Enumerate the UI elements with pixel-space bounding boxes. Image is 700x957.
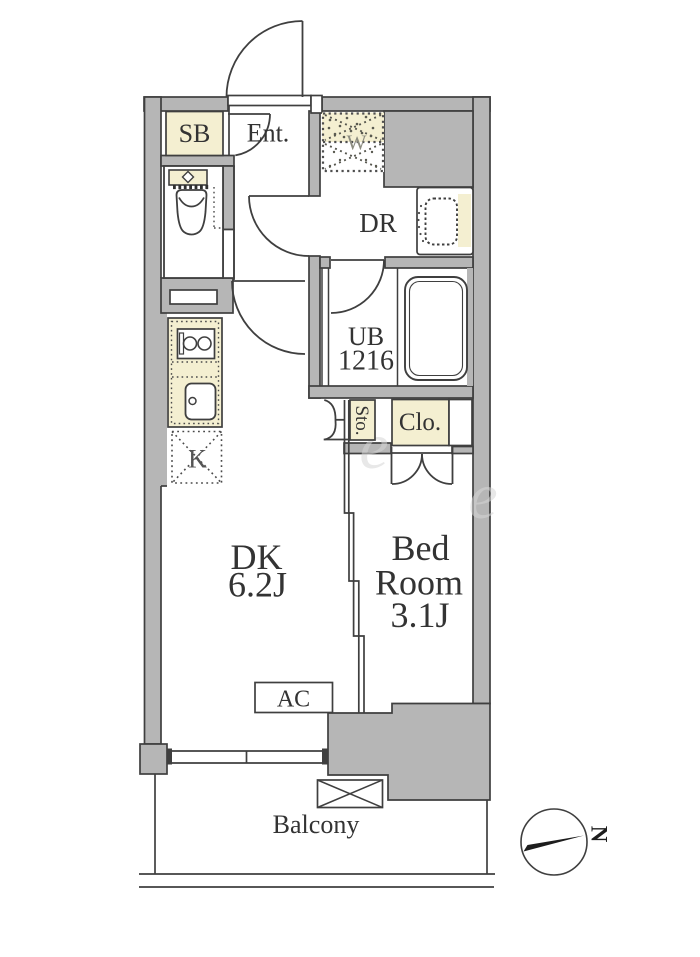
svg-text:AC: AC bbox=[277, 687, 310, 713]
svg-text:Balcony: Balcony bbox=[273, 810, 360, 839]
svg-text:Ent.: Ent. bbox=[247, 119, 290, 148]
svg-text:N: N bbox=[587, 826, 612, 843]
svg-text:1216: 1216 bbox=[338, 345, 394, 376]
svg-text:UB: UB bbox=[348, 322, 384, 351]
svg-text:SB: SB bbox=[179, 119, 211, 148]
svg-text:3.1J: 3.1J bbox=[390, 595, 449, 635]
svg-text:Clo.: Clo. bbox=[399, 409, 441, 436]
svg-text:W: W bbox=[347, 131, 367, 155]
svg-text:6.2J: 6.2J bbox=[228, 565, 287, 605]
svg-text:DK: DK bbox=[231, 537, 283, 577]
svg-text:Bed: Bed bbox=[392, 528, 450, 568]
svg-text:K: K bbox=[188, 445, 207, 474]
svg-text:Sto.: Sto. bbox=[351, 405, 372, 435]
svg-text:DR: DR bbox=[359, 208, 397, 238]
svg-text:Room: Room bbox=[375, 563, 463, 603]
svg-text:e: e bbox=[468, 460, 497, 533]
